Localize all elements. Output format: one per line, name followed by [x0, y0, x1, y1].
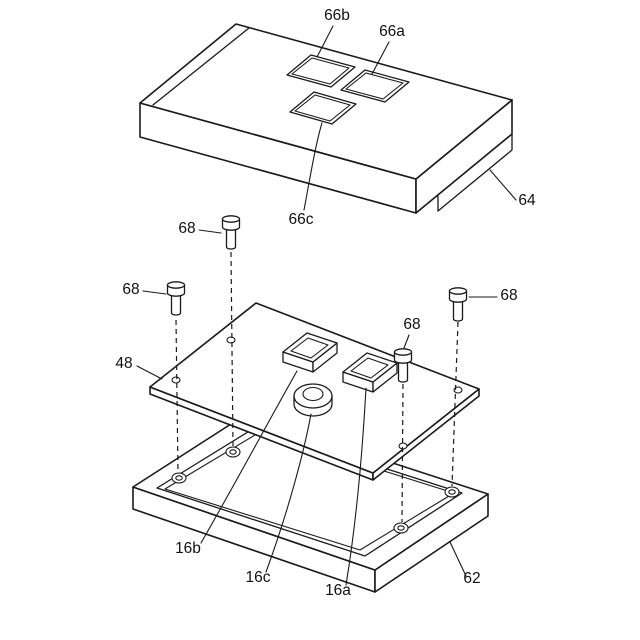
screw-boss-outer: [393, 522, 409, 534]
label-screw-right: 68: [500, 287, 517, 304]
board-hole: [226, 336, 236, 344]
component-16a-top-face: [342, 352, 398, 383]
label-circuit-board: 48: [115, 355, 132, 372]
screw-boss-front: [393, 522, 409, 534]
leader-66c: [303, 122, 323, 211]
component-16a-inner-opening: [350, 357, 389, 379]
component-16b-inner-opening: [290, 337, 329, 359]
label-screw-middle: 68: [403, 316, 420, 333]
leader-68-top: [198, 229, 222, 234]
screw-top: [221, 215, 241, 250]
label-component-left: 16b: [175, 540, 201, 557]
label-component-center: 16c: [246, 569, 271, 586]
component-16b: [282, 332, 338, 373]
screw-axis-line: [175, 319, 179, 473]
leader-68-left: [142, 290, 167, 295]
cover-opening-66b-outline: [286, 54, 356, 88]
label-screw-top: 68: [178, 220, 195, 237]
screw-boss-back-left: [225, 446, 241, 458]
reference-labels: 66b 66a 66c 64 68 68 68 68 48 16b 16c 16…: [115, 7, 536, 599]
leader-66a: [371, 41, 390, 75]
cover-edge-bevel-line: [152, 27, 250, 106]
screw-boss-outer: [225, 446, 241, 458]
screw-shank: [225, 228, 237, 250]
screw-right: [448, 287, 468, 322]
screw-boss-outer: [444, 486, 460, 498]
component-16c-top: [293, 383, 333, 409]
screw-boss-outer: [171, 472, 187, 484]
component-16b-top-face: [282, 332, 338, 363]
label-cover-opening-center: 66c: [289, 211, 314, 228]
leader-48: [136, 365, 163, 380]
leader-62: [449, 541, 467, 577]
screw-boss-hole: [397, 525, 405, 531]
screw-head-top: [448, 287, 468, 295]
leader-68-middle: [403, 334, 410, 349]
screw-shank: [397, 361, 409, 383]
leader-16c: [265, 413, 312, 573]
screw-head-top: [221, 215, 241, 223]
label-cover: 64: [518, 192, 536, 209]
screw-left: [166, 281, 186, 316]
cover-opening-66a-inner-edge: [345, 72, 404, 100]
leader-64: [489, 169, 517, 201]
screw-boss-right: [444, 486, 460, 498]
top-cover: [139, 23, 513, 214]
screw-head-top: [166, 281, 186, 289]
screw-shank: [452, 300, 464, 322]
label-cover-opening-right: 66a: [379, 23, 405, 40]
screw-boss-hole: [229, 449, 237, 455]
component-16c-inner-ring: [302, 386, 324, 402]
base-inner-rim: [156, 426, 463, 557]
label-base-tray: 62: [463, 570, 480, 587]
cover-opening-66b-inner-edge: [291, 57, 350, 85]
label-screw-left: 68: [122, 281, 139, 298]
board-hole: [171, 376, 181, 384]
cover-opening-66c-outline: [289, 91, 357, 125]
label-cover-opening-left: 66b: [324, 7, 350, 24]
screw-boss-left: [171, 472, 187, 484]
screw-boss-hole: [175, 475, 183, 481]
cover-opening-66a-outline: [340, 69, 410, 103]
leader-16a: [345, 387, 367, 586]
cover-opening-66c-inner-edge: [294, 94, 351, 122]
screw-head-top: [393, 348, 413, 356]
screw-axis-lines: [175, 251, 459, 523]
base-tray: [132, 414, 489, 593]
leader-66b: [316, 25, 334, 58]
screw-axis-line: [451, 321, 459, 487]
screw-middle: [393, 348, 413, 383]
component-16a: [342, 352, 398, 393]
component-16c: [293, 383, 333, 417]
leader-16b: [200, 370, 298, 544]
label-component-right: 16a: [325, 582, 351, 599]
screw-shank: [170, 294, 182, 316]
screw-boss-hole: [448, 489, 456, 495]
leader-lines: [136, 25, 517, 586]
cover-step-line: [437, 133, 513, 212]
